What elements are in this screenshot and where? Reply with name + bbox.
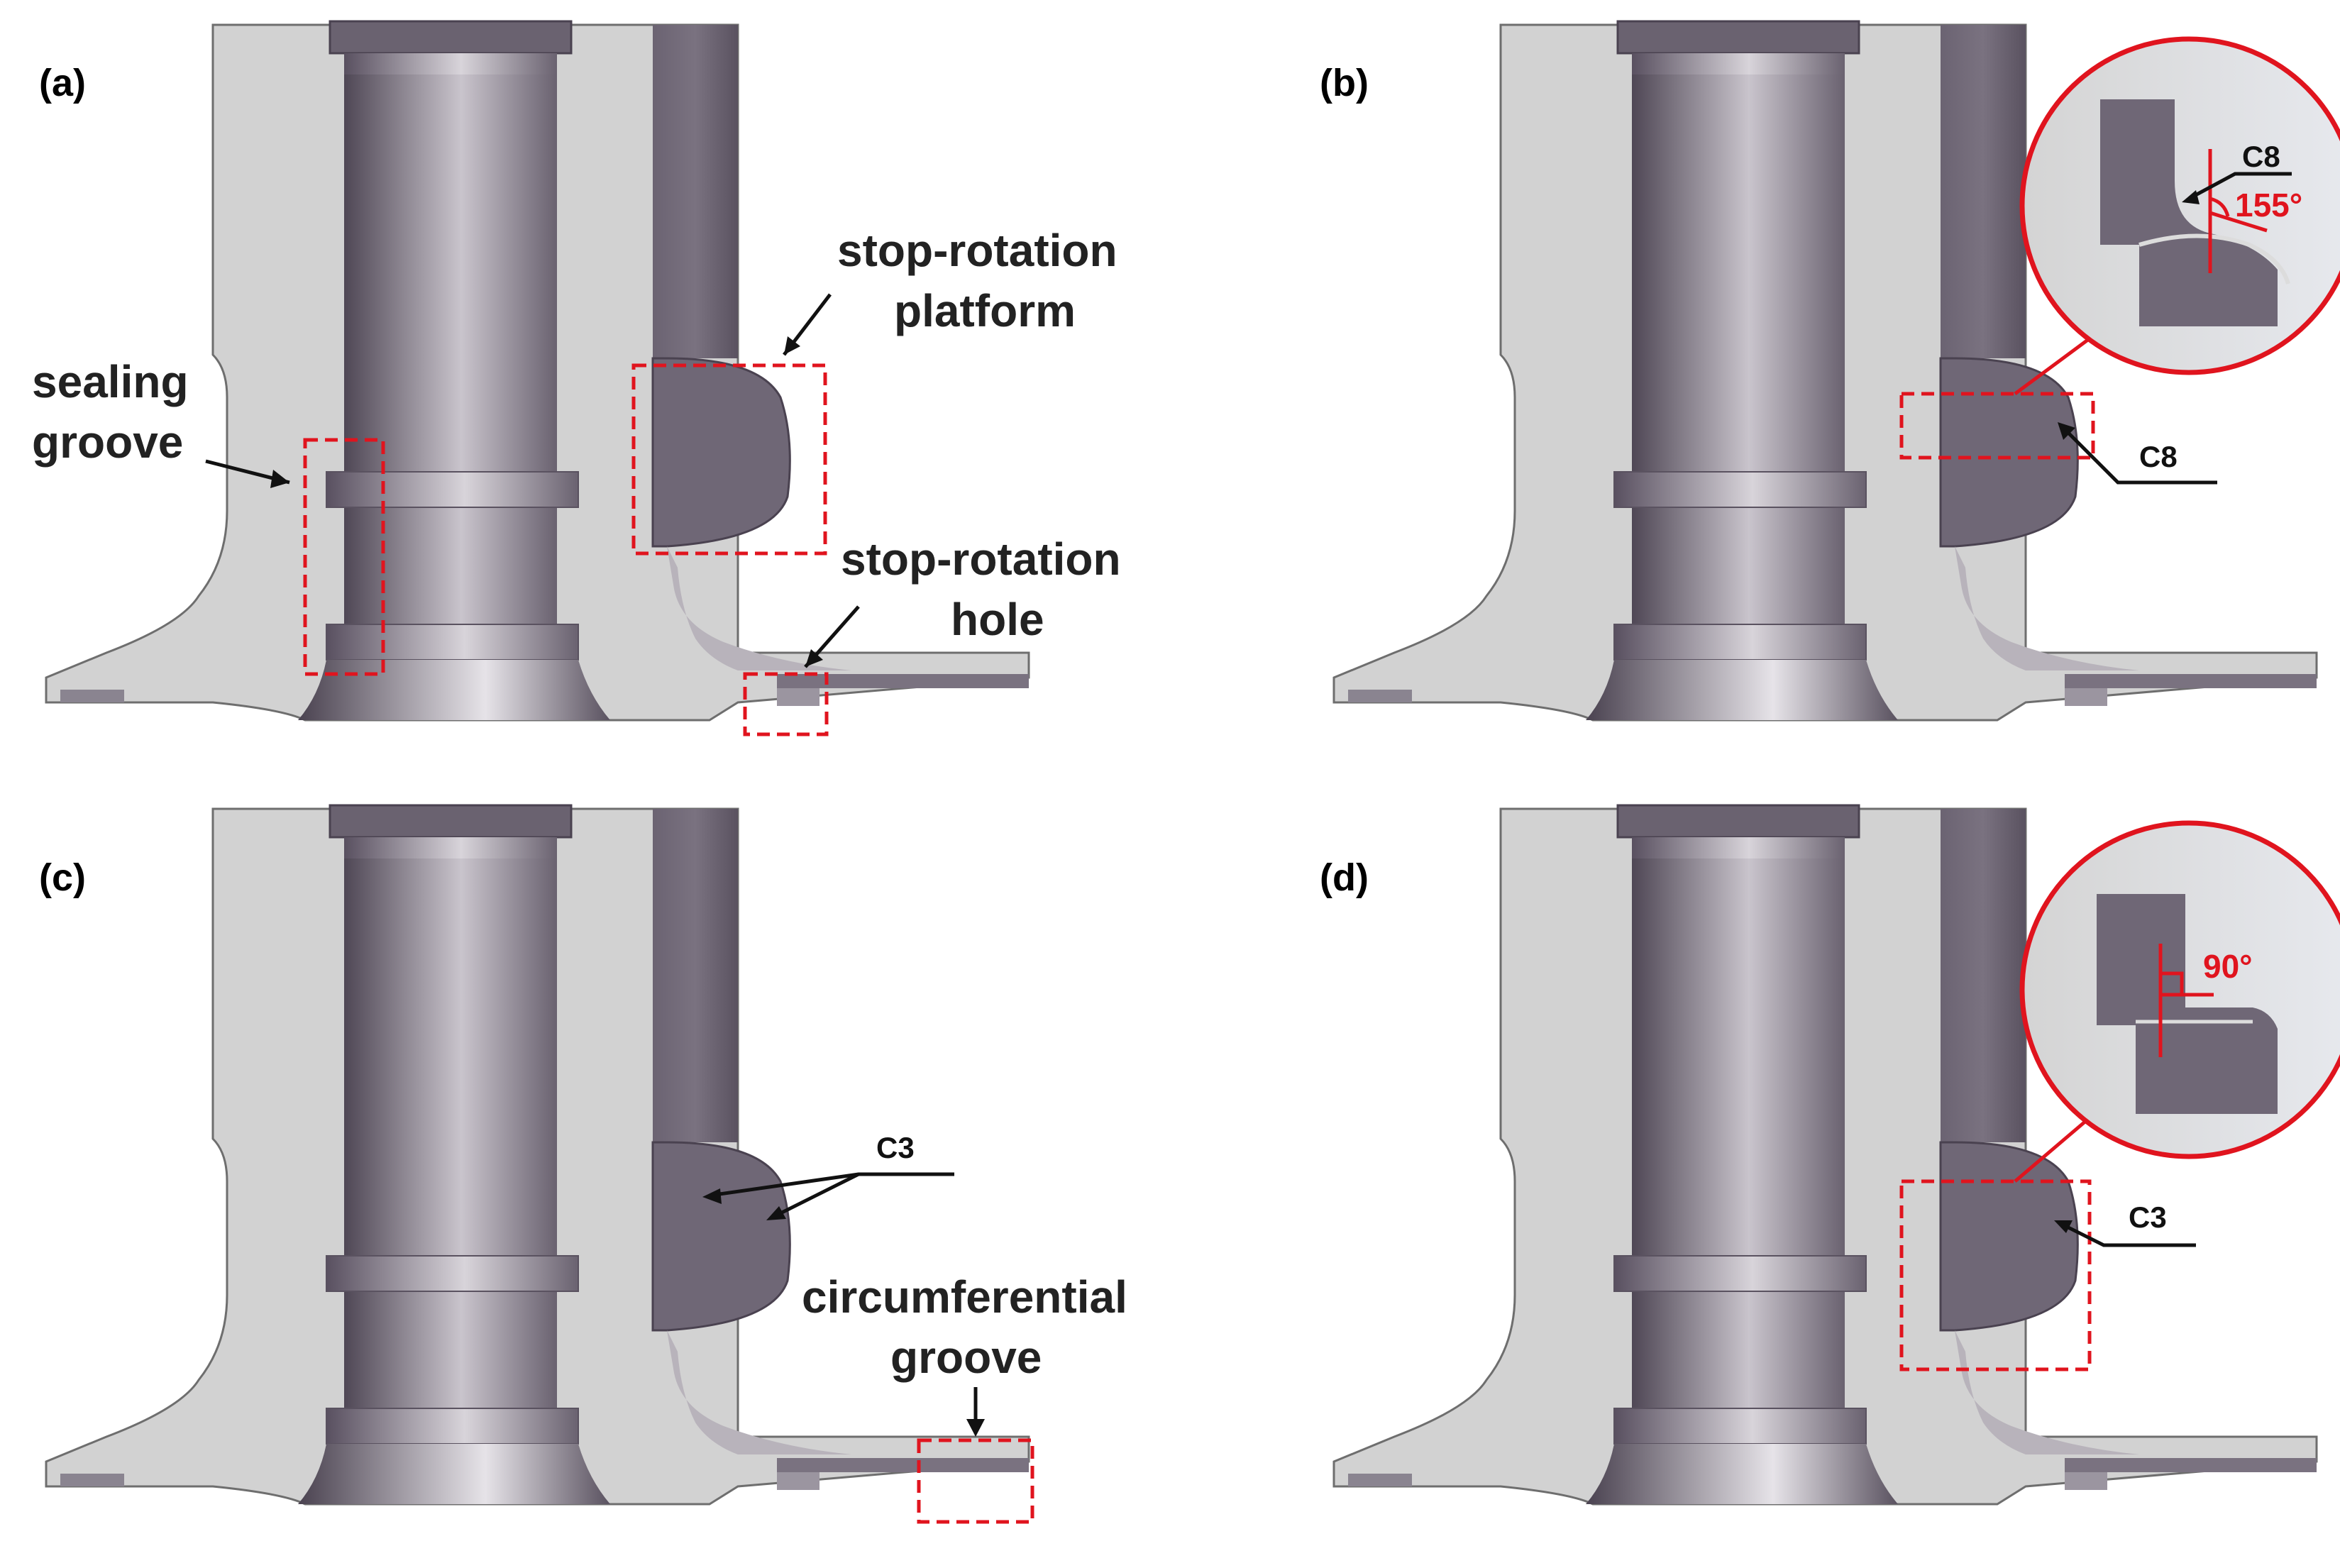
c8-arrowhead	[2058, 422, 2075, 440]
inset-c8-arrowhead	[2182, 190, 2200, 204]
sealing-groove-box	[303, 438, 385, 676]
platform-box	[631, 363, 827, 556]
panel-label-c: (c)	[39, 856, 86, 899]
c3-label-c: C3	[876, 1131, 915, 1164]
panel-label-a: (a)	[39, 62, 86, 104]
c3-leader-d	[2060, 1222, 2196, 1247]
hole-label-line2: hole	[951, 594, 1044, 645]
hole-label-line1: stop-rotation	[841, 534, 1121, 585]
groove-label-line2: groove	[890, 1332, 1042, 1383]
inset-c8-leader	[2187, 172, 2292, 201]
panel-label-b: (b)	[1320, 62, 1369, 104]
inset-b: C8 155°	[2019, 36, 2340, 375]
c3-arrowhead-c1	[702, 1188, 722, 1204]
circumferential-groove-box	[917, 1438, 1034, 1524]
inset-c8-label: C8	[2242, 140, 2280, 173]
c3-arrowhead-c2	[766, 1206, 786, 1220]
angle-arc-b	[2209, 197, 2230, 217]
groove-label-line1: circumferential	[802, 1271, 1127, 1323]
groove-arrowhead	[966, 1419, 985, 1437]
platform-label-line2: platform	[894, 285, 1076, 336]
c3-label-d: C3	[2129, 1200, 2167, 1234]
angle-155-label: 155°	[2235, 187, 2302, 223]
platform-arrowhead	[784, 336, 800, 355]
panel-a: (a) sealing groove stop-rotation platfor…	[32, 20, 1121, 736]
sealing-arrowhead	[270, 470, 289, 488]
chamfer-box-b	[1899, 392, 2095, 460]
sealing-label-line1: sealing	[32, 356, 189, 407]
c3-leader-c2	[772, 1172, 860, 1219]
c8-label: C8	[2139, 440, 2178, 473]
chamfer-box-d	[1899, 1179, 2092, 1371]
hole-arrowhead	[805, 649, 823, 667]
hole-box	[743, 672, 829, 736]
panel-c: (c) C3 circumferential groove	[39, 804, 1127, 1524]
platform-label-line1: stop-rotation	[837, 225, 1117, 276]
panel-label-d: (d)	[1320, 856, 1369, 899]
inset-d: 90°	[2019, 820, 2340, 1159]
sealing-label-line2: groove	[32, 416, 183, 468]
panel-b: (b) C8 C8 155°	[1320, 20, 2340, 722]
angle-90-label: 90°	[2203, 948, 2253, 985]
angle-square-d	[2160, 971, 2184, 995]
panel-d: (d) C3 90°	[1320, 804, 2340, 1506]
c8-leader	[2063, 428, 2217, 485]
c3-arrowhead-d	[2054, 1220, 2073, 1233]
angle-diagonal-b	[2209, 211, 2268, 233]
